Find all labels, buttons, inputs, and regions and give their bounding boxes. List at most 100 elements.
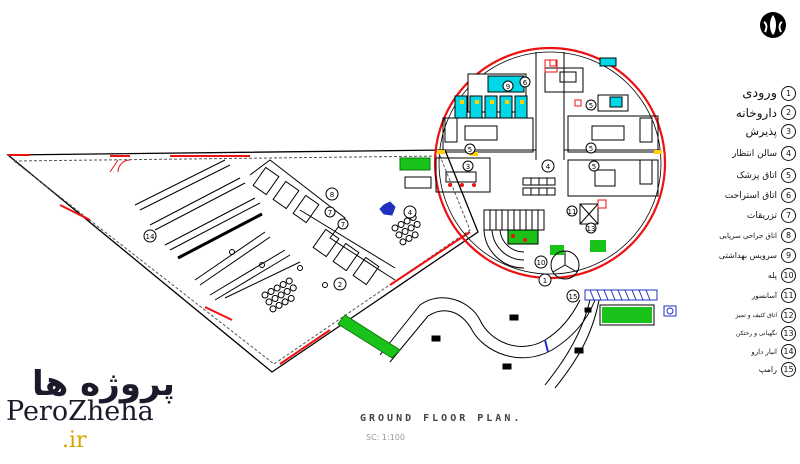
legend-item: 1 ورودی: [650, 86, 796, 101]
plan-title: GROUND FLOOR PLAN.: [360, 413, 523, 424]
callout: 7: [341, 221, 345, 229]
callout: 6: [523, 79, 528, 87]
legend-number: 6: [781, 188, 796, 203]
legend-label: اتاق استراحت: [724, 190, 777, 201]
legend-number: 12: [781, 308, 796, 323]
legend-label: آسانسور: [751, 291, 777, 300]
legend-number: 15: [781, 362, 796, 377]
legend-item: 6 اتاق استراحت: [650, 188, 796, 203]
hedge: [337, 314, 401, 359]
legend-item: 11 آسانسور: [650, 288, 796, 303]
legend-number: 11: [781, 288, 796, 303]
legend-item: 12 اتاق کثیف و تمیز: [650, 308, 796, 323]
circular-clinic: [433, 46, 667, 280]
ramp-and-paths: [337, 289, 677, 389]
handicap-sign: [663, 305, 677, 317]
legend-label: رامپ: [758, 365, 777, 374]
callout: 7: [328, 209, 332, 217]
planter: [507, 229, 539, 245]
red-wall: [204, 306, 233, 321]
pharmacy-partition: [249, 159, 396, 281]
legend-number: 8: [781, 228, 796, 243]
legend-item: 15 رامپ: [650, 362, 796, 377]
reception-room: [435, 157, 491, 193]
benches: [431, 307, 592, 370]
legend-number: 2: [781, 105, 796, 120]
toilet-cyan: [514, 95, 528, 119]
ramp: [584, 289, 658, 301]
waiting-hall-seats: [522, 177, 556, 196]
plan-scale: SC: 1:100: [366, 433, 405, 442]
watermark-tld: .ir: [62, 428, 87, 453]
red-wall: [59, 204, 91, 221]
doctor-room: [567, 115, 659, 153]
door-arc: [109, 159, 119, 173]
legend-number: 13: [781, 326, 796, 341]
toilet-cyan: [454, 95, 468, 119]
legend-item: 5 اتاق پزشک: [650, 168, 796, 183]
toilet-cyan: [484, 95, 498, 119]
legend-item: 3 پذیرش: [650, 124, 796, 139]
callout: 1: [543, 277, 547, 285]
legend-label: ورودی: [742, 86, 777, 101]
legend-number: 1: [781, 86, 796, 101]
legend-item: 7 تزریقات: [650, 208, 796, 223]
callout: 8: [330, 191, 334, 199]
emblem-icon: [760, 12, 786, 38]
storage-shelves: [134, 159, 301, 301]
ramp-landing: [599, 304, 655, 326]
toilet-cyan: [499, 95, 513, 119]
callout: 5: [589, 102, 593, 110]
callout: 11: [568, 208, 577, 216]
legend-label: سالن انتظار: [732, 148, 777, 159]
callout: 13: [587, 225, 596, 233]
pharmacy-chairs: [229, 249, 328, 288]
callout: 4: [546, 163, 551, 171]
left-wing-inner-outline: [12, 155, 471, 365]
reception-table: [379, 201, 396, 216]
waiting-seats-left: [261, 214, 421, 313]
doctor-room: [567, 159, 659, 197]
curved-path: [544, 289, 593, 386]
left-wing: [6, 149, 479, 373]
legend-number: 3: [781, 124, 796, 139]
toilet-cyan: [469, 95, 483, 119]
callout: 5: [592, 163, 596, 171]
curved-path: [554, 293, 601, 389]
plan-callouts: 14 2 8 7 7 4 3 4 5 5 5 5 6 9 11 13 10 1 …: [143, 76, 600, 303]
legend-label: اتاق پزشک: [736, 170, 777, 181]
pharmacy-partition: [299, 209, 396, 269]
legend-label: اتاق جراحی سرپایی: [719, 231, 777, 240]
legend-label: نگهبانی و رختکن: [735, 330, 777, 337]
legend-number: 5: [781, 168, 796, 183]
red-wall: [389, 231, 471, 286]
left-wing-outline: [6, 149, 479, 373]
legend-label: اتاق کثیف و تمیز: [735, 312, 777, 319]
legend-label: تزریقات: [746, 210, 777, 221]
callout: 14: [146, 233, 155, 241]
rest-room: [544, 67, 584, 93]
reception-desk: [404, 176, 432, 189]
doctor-room: [442, 117, 534, 153]
legend-label: انبار دارو: [751, 347, 777, 356]
callout: 4: [408, 209, 413, 217]
planter: [399, 157, 431, 171]
legend-number: 7: [781, 208, 796, 223]
legend-item: 14 انبار دارو: [650, 344, 796, 359]
callout: 9: [506, 83, 510, 91]
callout: 15: [569, 293, 578, 301]
legend-label: پذیرش: [745, 125, 777, 138]
watermark-latin: PeroZheha: [6, 396, 154, 427]
callout: 3: [466, 163, 470, 171]
door-arc: [117, 159, 131, 173]
legend-number: 14: [781, 344, 796, 359]
curved-path: [379, 297, 581, 356]
stair: [483, 209, 545, 269]
red-wall: [279, 329, 331, 365]
pharmacy-cubicles: [252, 166, 380, 286]
